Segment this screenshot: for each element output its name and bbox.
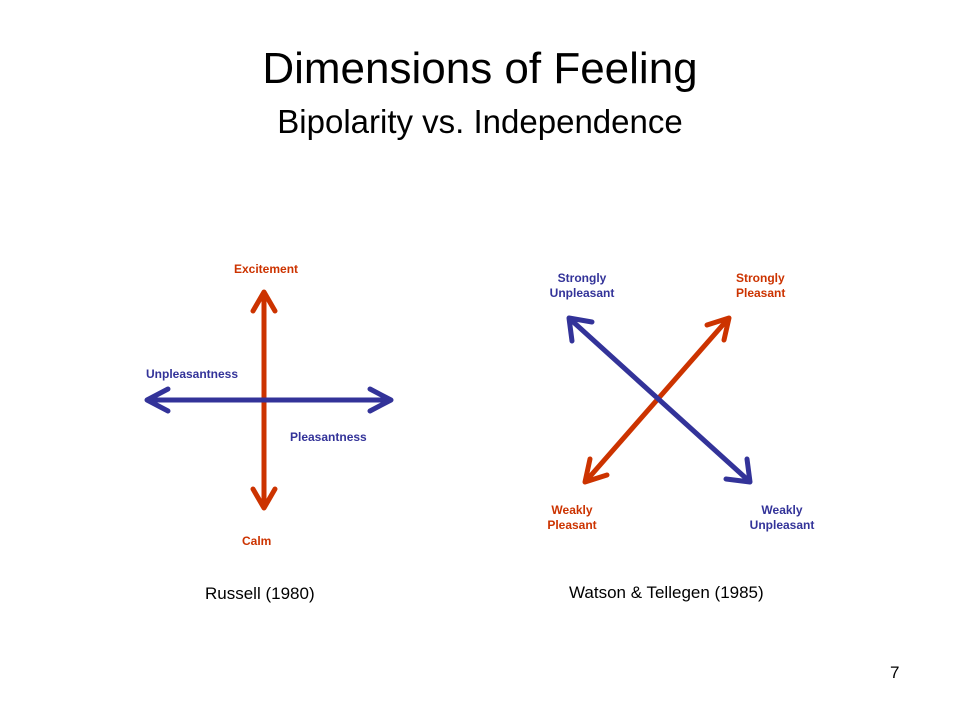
label-weakly-pleasant: Weakly Pleasant [544, 503, 600, 533]
label-pleasantness: Pleasantness [290, 430, 367, 444]
label-strongly-pleasant: Strongly Pleasant [736, 271, 785, 301]
slide-title: Dimensions of Feeling [262, 44, 698, 93]
label-weakly-unpleasant: Weakly Unpleasant [746, 503, 818, 533]
label-line: Weakly [761, 503, 803, 517]
label-line: Unpleasant [549, 286, 615, 300]
caption-watson-tellegen: Watson & Tellegen (1985) [569, 583, 764, 602]
label-line: Pleasant [736, 286, 786, 300]
pleasantness-axis-arrow [144, 386, 394, 414]
label-line: Weakly [551, 503, 593, 517]
label-unpleasantness: Unpleasantness [146, 367, 239, 381]
negative-affect-arrow [566, 315, 753, 485]
slide-subtitle: Bipolarity vs. Independence [277, 103, 683, 140]
label-line: Strongly [736, 271, 785, 285]
label-line: Strongly [557, 271, 607, 285]
label-calm: Calm [242, 534, 272, 548]
page-number: 7 [890, 663, 900, 682]
caption-russell: Russell (1980) [205, 584, 315, 603]
label-strongly-unpleasant: Strongly Unpleasant [546, 271, 618, 301]
label-line: Pleasant [547, 518, 597, 532]
label-excitement: Excitement [234, 262, 299, 276]
label-line: Unpleasant [749, 518, 815, 532]
